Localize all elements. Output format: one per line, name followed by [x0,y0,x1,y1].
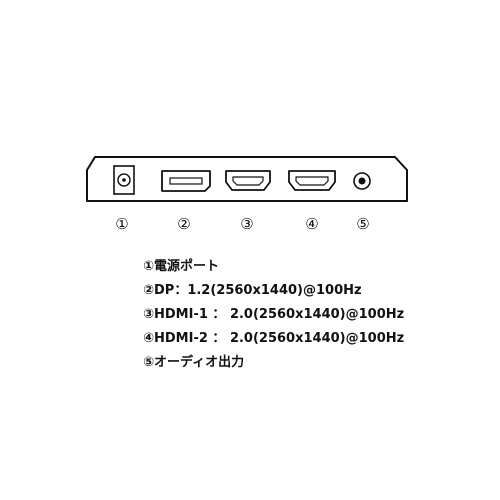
port-number-hdmi-1: ③ [240,215,254,233]
legend-item-hdmi-1: ③HDMI-1 ： 2.0(2560x1440)@100Hz [143,307,405,322]
hdmi-port-icon [225,170,271,191]
audio-jack-icon [353,172,371,190]
dc-power-port-icon [113,165,135,195]
port-number-power: ① [115,215,129,233]
io-panel-outline [86,156,408,202]
monitor-io-panel-diagram: ① ② ③ ④ ⑤ [86,156,408,233]
legend-item-hdmi-2: ④HDMI-2 ： 2.0(2560x1440)@100Hz [143,331,405,346]
legend-item-power: ①電源ポート [143,259,220,274]
port-number-displayport: ② [177,215,191,233]
legend-item-displayport: ②DP：1.2(2560x1440)@100Hz [143,283,362,298]
legend-item-audio-out: ⑤オーディオ出力 [143,355,245,370]
displayport-icon [161,170,211,192]
io-panel-illustration [86,156,408,202]
port-legend: ①電源ポート ②DP：1.2(2560x1440)@100Hz ③HDMI-1 … [143,255,443,375]
hdmi-port-icon [288,170,336,191]
port-number-hdmi-2: ④ [305,215,319,233]
port-number-audio-out: ⑤ [356,215,370,233]
